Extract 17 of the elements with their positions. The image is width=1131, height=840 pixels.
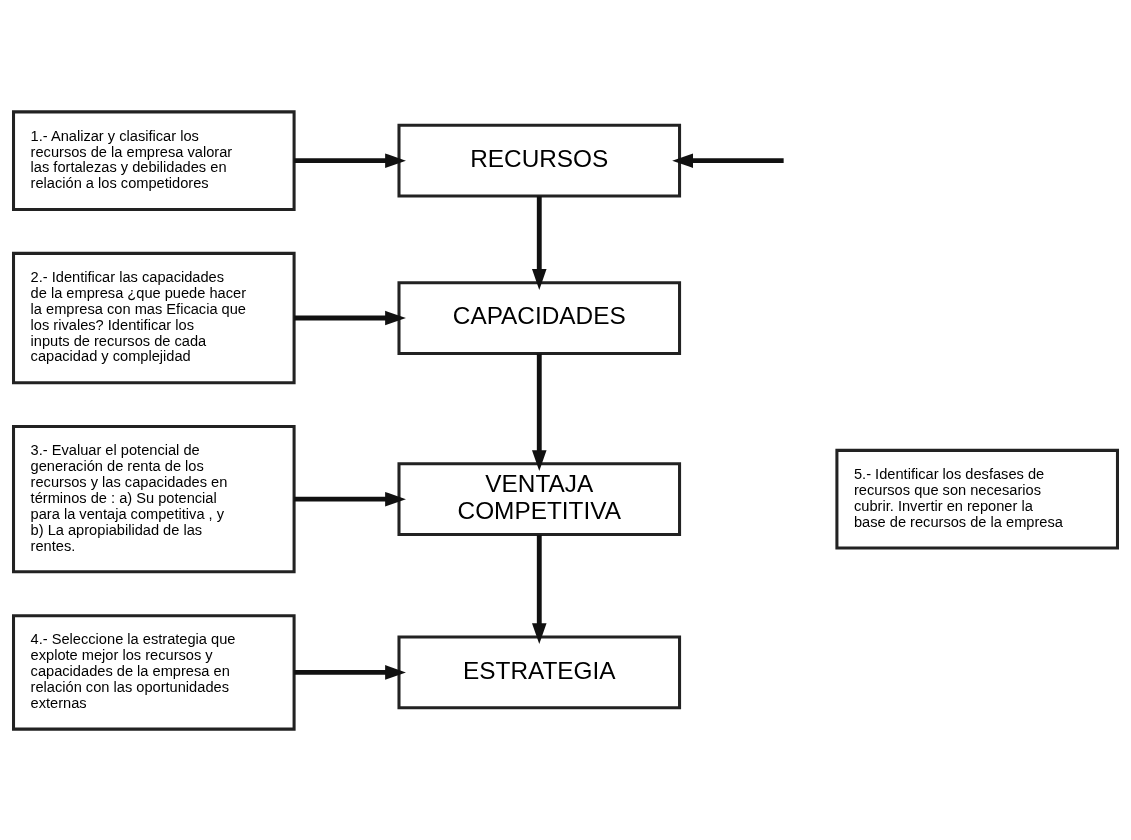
node-box: CAPACIDADES xyxy=(397,280,682,355)
arrow xyxy=(532,353,547,471)
node-box: 5.- Identificar los desfases de recursos que son necesarios cubrir. Invertir en reponer la base de recursos de la empresa xyxy=(835,448,1119,549)
node-box: 2.- Identificar las capacidades de la empresa ¿que puede hacer la empresa con mas Eficacia que los rivales? Identificar los inputs de recursos de cada capacidad y complejidad xyxy=(12,251,296,384)
node-box: ESTRATEGIA xyxy=(397,635,682,709)
arrow xyxy=(294,491,406,506)
node-box: 4.- Seleccione la estrategia que explote mejor los recursos y capacidades de la empresa en relación con las oportunidades externas xyxy=(12,613,296,731)
node-box: RECURSOS xyxy=(397,123,682,198)
arrow xyxy=(294,664,406,680)
node-box: VENTAJA COMPETITIVA xyxy=(397,461,682,536)
arrow xyxy=(532,195,547,290)
arrow xyxy=(532,534,547,644)
arrow xyxy=(672,152,784,168)
node-box: 3.- Evaluar el potencial de generación de renta de los recursos y las capacidades en términos de : a) Su potencial para la ventaja competitiva , y b) La apropiabilidad de las rentes. xyxy=(12,424,296,573)
arrow xyxy=(294,310,406,325)
node-box: 1.- Analizar y clasificar los recursos de la empresa valorar las fortalezas y debilidades en relación a los competidores xyxy=(12,109,296,211)
arrow xyxy=(294,152,406,168)
